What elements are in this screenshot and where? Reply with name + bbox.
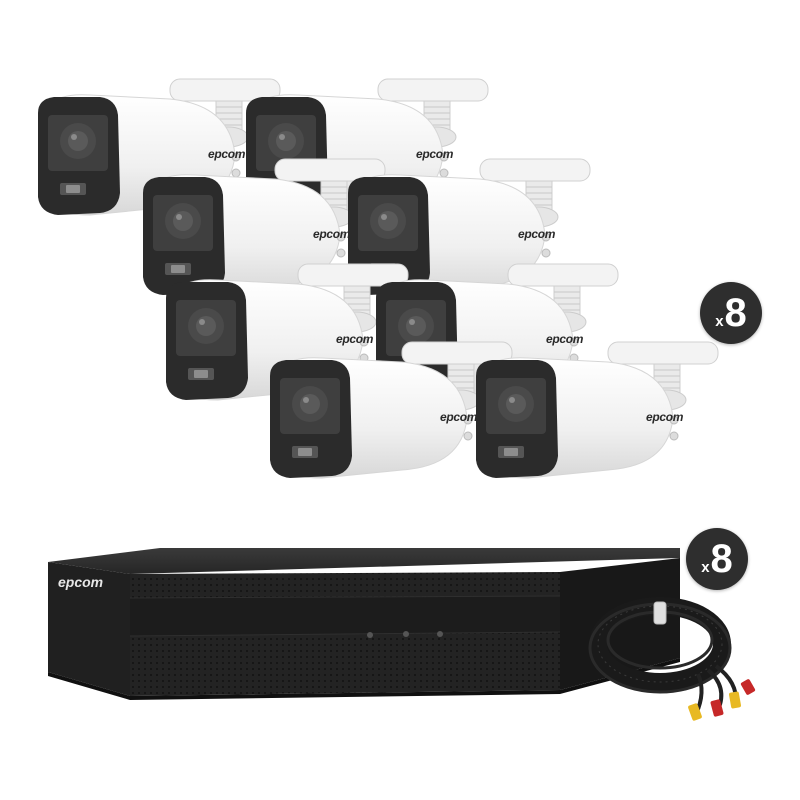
- camera-quantity-badge: x 8: [700, 282, 762, 344]
- cable-quantity-count: 8: [710, 537, 733, 581]
- bullet-camera-icon: [475, 341, 719, 479]
- camera-brand-label: epcom: [546, 332, 584, 346]
- camera-quantity-prefix: x: [715, 313, 724, 330]
- camera-brand-label: epcom: [336, 332, 374, 346]
- camera-brand-label: epcom: [440, 410, 478, 424]
- camera-brand-label: epcom: [208, 147, 246, 161]
- camera-7: epcom: [262, 338, 572, 528]
- cable-quantity-badge: x 8: [686, 528, 748, 590]
- camera-brand-label: epcom: [518, 227, 556, 241]
- camera-brand-label: epcom: [416, 147, 454, 161]
- coax-cable: [588, 592, 763, 722]
- camera-3: epcom: [135, 155, 445, 345]
- camera-5: epcom: [158, 260, 468, 450]
- camera-quantity-count: 8: [724, 291, 747, 335]
- camera-6: epcom: [368, 260, 678, 450]
- camera-4: epcom: [340, 155, 650, 345]
- camera-1: epcom: [30, 75, 340, 265]
- camera-8: epcom: [468, 338, 778, 528]
- dvr-brand-label: epcom: [58, 574, 104, 590]
- cable-quantity-prefix: x: [701, 559, 710, 576]
- camera-2: epcom: [238, 75, 548, 265]
- camera-brand-label: epcom: [313, 227, 351, 241]
- camera-brand-label: epcom: [646, 410, 684, 424]
- coax-cable-icon: [588, 597, 756, 721]
